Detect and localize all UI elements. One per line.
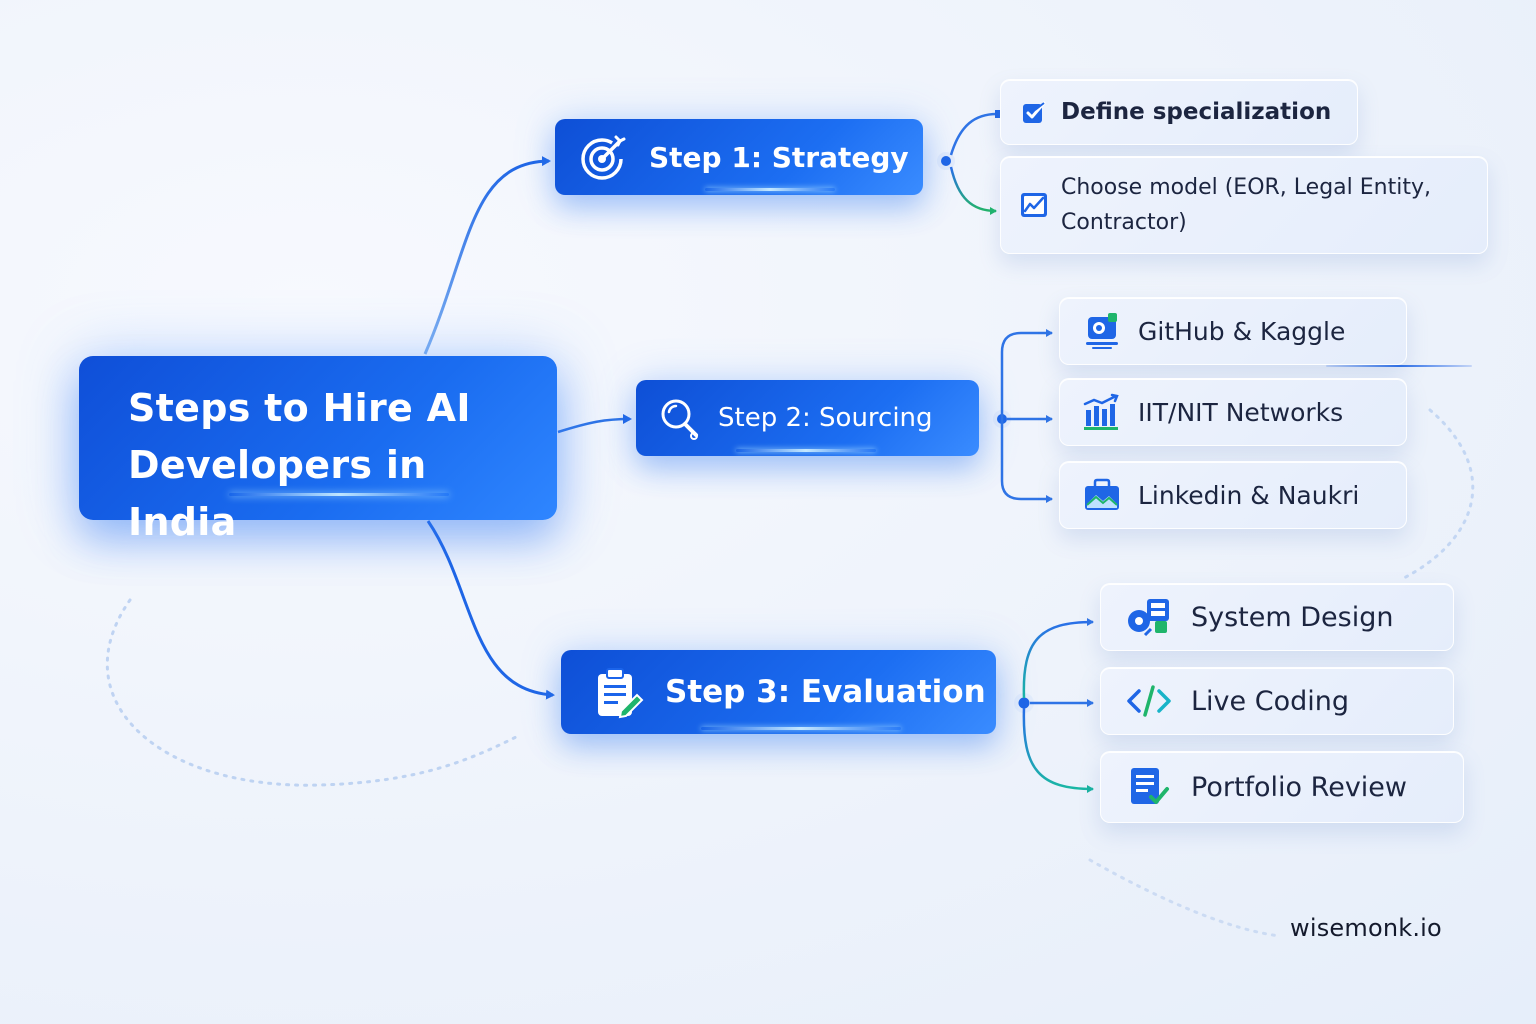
root-node: Steps to Hire AI Developers in India [79,356,557,544]
step-3-label: Step 3: Evaluation [665,674,986,710]
item-live-coding: Live Coding [1100,667,1454,735]
checkbox-icon [1021,99,1047,125]
define-specialization-label: Define specialization [1061,99,1332,125]
root-title: Steps to Hire AI Developers in India [128,386,471,544]
choose-model-label: Choose model (EOR, Legal Entity, Contrac… [1061,175,1431,235]
line-chart-icon [1019,190,1049,220]
portfolio-review-label: Portfolio Review [1191,771,1407,803]
item-iit-nit-networks: IIT/NIT Networks [1059,378,1407,446]
linkedin-naukri-label: Linkedin & Naukri [1138,480,1360,510]
code-icon [1125,679,1173,723]
live-coding-label: Live Coding [1191,685,1349,717]
root-glow-bar [229,493,449,496]
item-system-design: System Design [1100,583,1454,651]
step-3-node: Step 3: Evaluation [561,650,996,734]
step-1-node: Step 1: Strategy [555,119,923,195]
step-1-label: Step 1: Strategy [649,140,909,174]
clipboard-edit-icon [591,665,645,719]
bar-chart-icon [1082,392,1122,432]
system-design-icon [1125,595,1173,639]
search-icon [658,396,702,440]
step-3-glow-bar [701,727,901,730]
brand-watermark: wisemonk.io [1290,914,1442,942]
item-portfolio-review: Portfolio Review [1100,751,1464,823]
document-check-icon [1125,765,1173,809]
target-icon [579,132,629,182]
briefcase-icon [1082,475,1122,515]
choose-model-underline [1326,365,1472,367]
item-github-kaggle: GitHub & Kaggle [1059,297,1407,365]
item-choose-model: Choose model (EOR, Legal Entity, Contrac… [1000,156,1488,367]
step-1-glow-bar [705,188,835,191]
item-define-specialization: Define specialization [1000,79,1358,145]
system-design-label: System Design [1191,601,1394,633]
step-2-glow-bar [736,449,876,452]
iit-nit-networks-label: IIT/NIT Networks [1138,397,1344,427]
monitor-badge-icon [1082,311,1122,351]
item-linkedin-naukri: Linkedin & Naukri [1059,461,1407,529]
step-2-node: Step 2: Sourcing [636,380,979,456]
step-2-label: Step 2: Sourcing [718,403,933,433]
github-kaggle-label: GitHub & Kaggle [1138,316,1346,346]
